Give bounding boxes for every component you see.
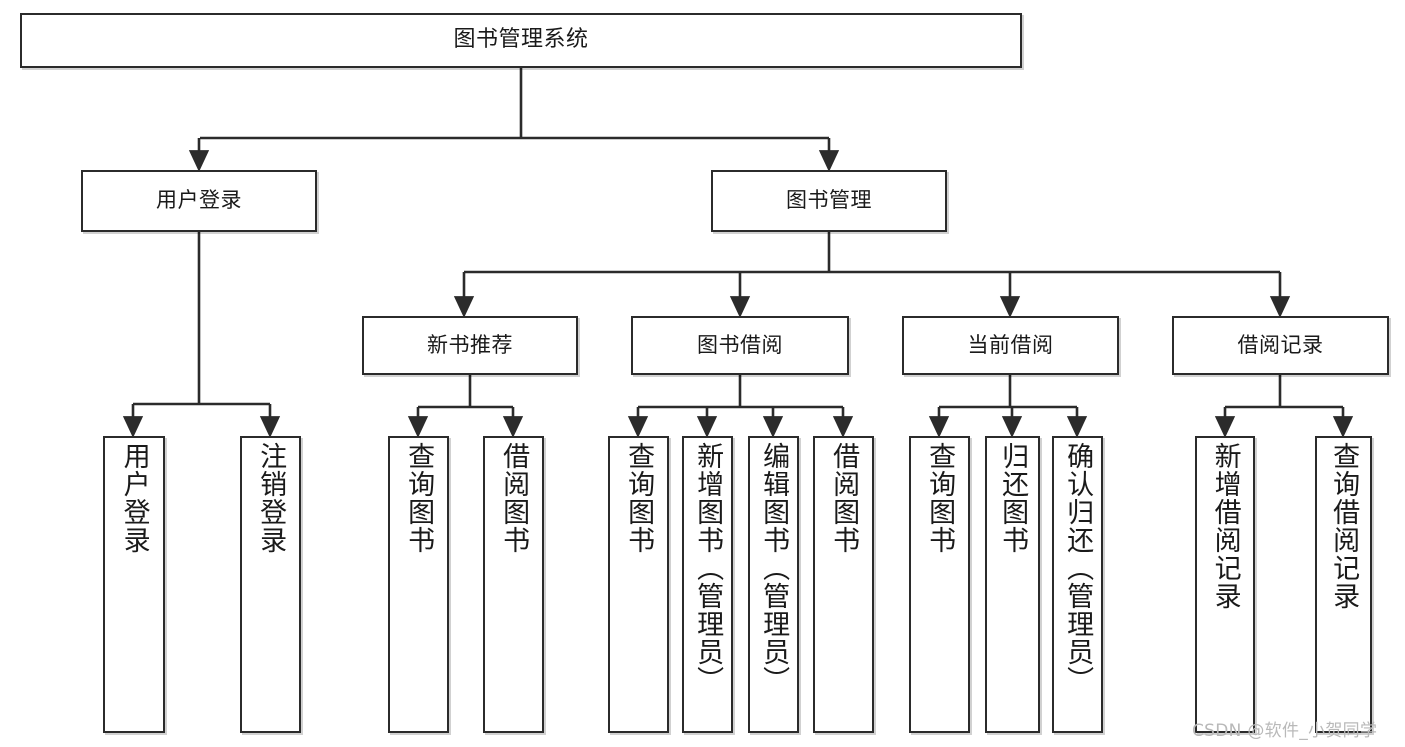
node-book-manage[interactable]: 图书管理 xyxy=(711,170,947,232)
node-leaf-user-login[interactable]: 用户登录 xyxy=(103,436,165,733)
node-label-user-login: 用户登录 xyxy=(156,188,242,213)
node-label-leaf-edit-book: 编辑图书（管理员） xyxy=(758,442,790,694)
watermark-text: CSDN @软件_小贺同学 xyxy=(1192,721,1378,741)
node-label-new-book-recommend: 新书推荐 xyxy=(427,332,513,357)
node-label-book-borrow: 图书借阅 xyxy=(697,332,783,357)
node-leaf-query-record[interactable]: 查询借阅记录 xyxy=(1315,436,1372,733)
node-new-book-recommend[interactable]: 新书推荐 xyxy=(362,316,578,375)
node-label-leaf-add-book: 新增图书（管理员） xyxy=(692,442,724,694)
node-label-book-manage: 图书管理 xyxy=(786,188,872,213)
node-leaf-borrow-book-2[interactable]: 借阅图书 xyxy=(813,436,874,733)
node-label-leaf-borrow-book-1: 借阅图书 xyxy=(498,442,530,554)
node-leaf-query-book-1[interactable]: 查询图书 xyxy=(388,436,449,733)
node-current-borrow[interactable]: 当前借阅 xyxy=(902,316,1119,375)
node-label-borrow-record: 借阅记录 xyxy=(1237,332,1324,357)
node-label-root: 图书管理系统 xyxy=(453,27,589,53)
node-label-leaf-add-record: 新增借阅记录 xyxy=(1209,442,1241,610)
node-leaf-logout[interactable]: 注销登录 xyxy=(240,436,301,733)
node-leaf-confirm-return[interactable]: 确认归还（管理员） xyxy=(1052,436,1103,733)
node-label-leaf-user-login: 用户登录 xyxy=(118,442,150,554)
node-label-leaf-logout: 注销登录 xyxy=(255,442,287,554)
node-leaf-query-book-2[interactable]: 查询图书 xyxy=(608,436,669,733)
node-book-borrow[interactable]: 图书借阅 xyxy=(631,316,849,375)
connector-group xyxy=(122,68,1354,438)
node-label-leaf-query-book-2: 查询图书 xyxy=(623,442,655,554)
node-label-leaf-query-book-1: 查询图书 xyxy=(403,442,435,554)
node-label-leaf-confirm-return: 确认归还（管理员） xyxy=(1062,442,1094,694)
node-label-leaf-borrow-book-2: 借阅图书 xyxy=(828,442,860,554)
node-label-leaf-return-book: 归还图书 xyxy=(997,442,1029,554)
node-borrow-record[interactable]: 借阅记录 xyxy=(1172,316,1389,375)
node-label-leaf-query-book-3: 查询图书 xyxy=(924,442,956,554)
node-leaf-query-book-3[interactable]: 查询图书 xyxy=(909,436,970,733)
node-label-current-borrow: 当前借阅 xyxy=(967,332,1054,357)
node-leaf-add-book[interactable]: 新增图书（管理员） xyxy=(682,436,733,733)
node-leaf-return-book[interactable]: 归还图书 xyxy=(985,436,1040,733)
node-root[interactable]: 图书管理系统 xyxy=(20,13,1022,68)
node-user-login[interactable]: 用户登录 xyxy=(81,170,317,232)
node-leaf-edit-book[interactable]: 编辑图书（管理员） xyxy=(748,436,799,733)
node-leaf-add-record[interactable]: 新增借阅记录 xyxy=(1195,436,1255,733)
node-leaf-borrow-book-1[interactable]: 借阅图书 xyxy=(483,436,544,733)
node-label-leaf-query-record: 查询借阅记录 xyxy=(1328,442,1360,610)
